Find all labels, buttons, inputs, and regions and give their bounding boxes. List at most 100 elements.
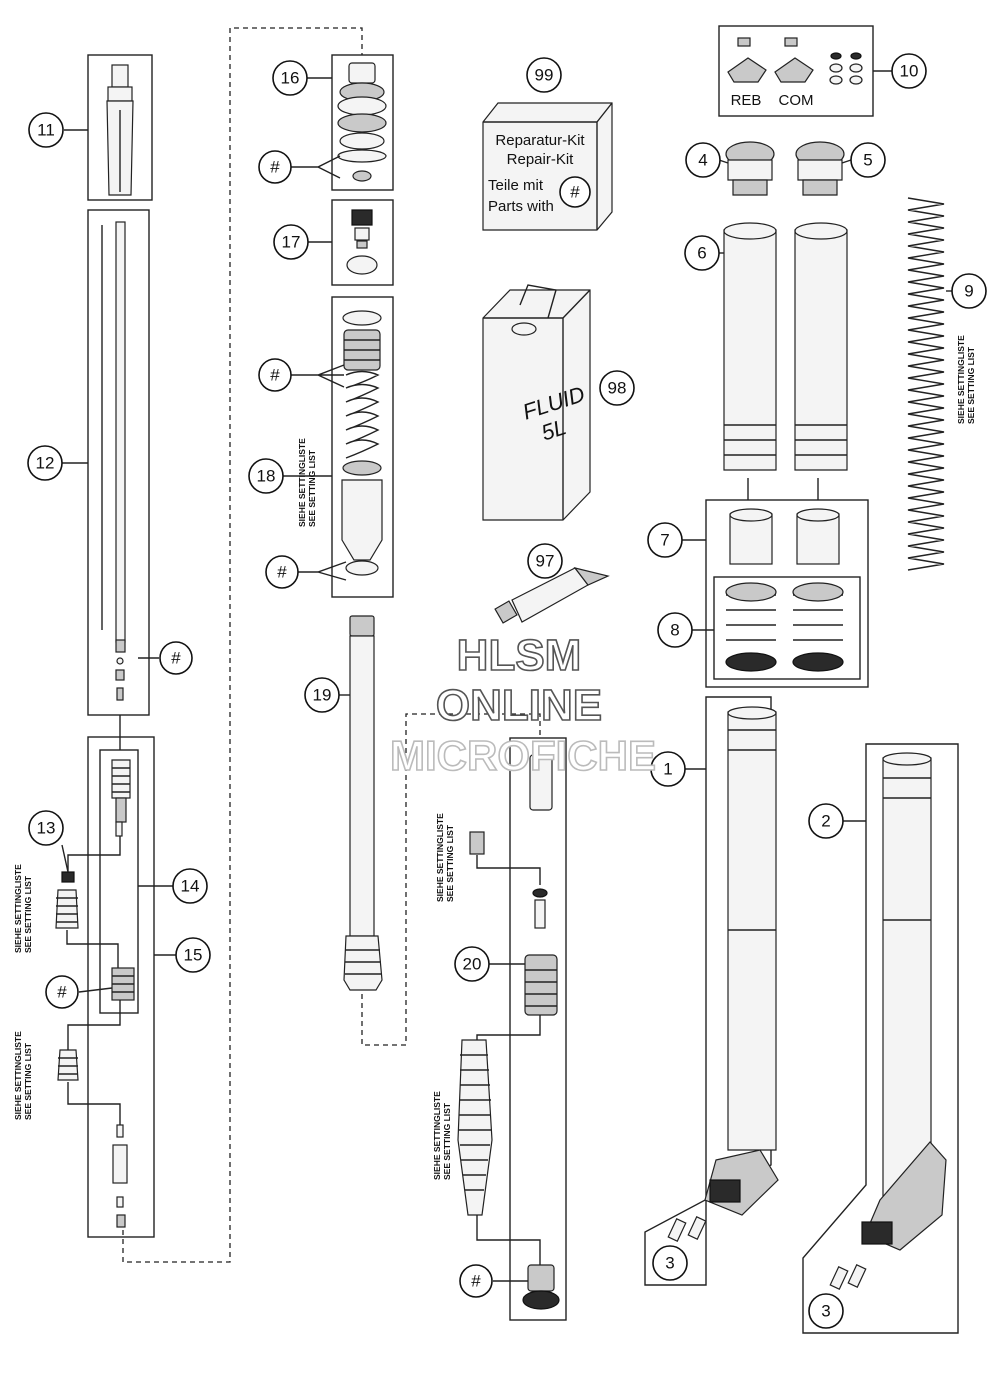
callout-5: 5 (850, 142, 886, 178)
callout-2: 2 (808, 803, 844, 839)
part-19-tube (343, 615, 383, 991)
svg-text:12: 12 (36, 454, 55, 473)
part-1-fork-leg-left (644, 696, 779, 1286)
fluid-can: FLUID 5L (482, 284, 591, 521)
repair-kit-line4: Parts with (488, 198, 554, 215)
callout-14: 14 (172, 868, 208, 904)
part-11-tool (87, 54, 153, 201)
callout-hash-1: # (159, 641, 193, 675)
svg-text:SIEHE SETTINGLISTE: SIEHE SETTINGLISTE (435, 813, 445, 902)
svg-text:8: 8 (670, 621, 679, 640)
repair-kit-line1: Reparatur-Kit (495, 132, 585, 149)
svg-text:9: 9 (964, 282, 973, 301)
svg-text:6: 6 (697, 244, 706, 263)
callout-hash-3: # (258, 150, 292, 184)
callout-99: 99 (526, 57, 562, 93)
svg-text:14: 14 (181, 877, 200, 896)
svg-text:#: # (57, 983, 67, 1002)
callout-98: 98 (599, 370, 635, 406)
callout-15: 15 (175, 937, 211, 973)
svg-text:11: 11 (37, 121, 55, 140)
watermark: HLSM ONLINE MICROFICHE (389, 630, 657, 780)
svg-text:99: 99 (535, 66, 554, 85)
setting-list-label-e: SIEHE SETTINGLISTE SEE SETTING LIST (432, 1091, 452, 1180)
grease-tube (494, 567, 610, 624)
callout-4: 4 (685, 142, 721, 178)
callout-hash-6: # (459, 1264, 493, 1298)
callout-6: 6 (684, 235, 720, 271)
svg-text:SIEHE SETTINGLISTE: SIEHE SETTINGLISTE (956, 335, 966, 424)
callout-hash-2: # (45, 975, 79, 1009)
callout-9: 9 (951, 273, 987, 309)
callout-hash-4: # (258, 358, 292, 392)
svg-text:1: 1 (663, 760, 672, 779)
part-7-8-box (705, 499, 869, 688)
svg-text:7: 7 (660, 531, 669, 550)
svg-text:5: 5 (863, 151, 872, 170)
part-5-cap-right (795, 141, 845, 196)
callout-19: 19 (304, 677, 340, 713)
callout-3-left: 3 (652, 1245, 688, 1281)
svg-text:#: # (570, 183, 580, 202)
svg-text:ONLINE: ONLINE (436, 681, 602, 730)
part-9-spring (907, 197, 945, 571)
part-6-outer-tubes (723, 222, 848, 471)
svg-text:SEE SETTING LIST: SEE SETTING LIST (307, 449, 317, 527)
setting-list-label-c: SIEHE SETTINGLISTE SEE SETTING LIST (13, 1031, 33, 1120)
svg-text:SIEHE SETTINGLISTE: SIEHE SETTINGLISTE (13, 1031, 23, 1120)
svg-text:97: 97 (536, 552, 555, 571)
svg-text:15: 15 (184, 946, 203, 965)
part-18-cartridge (331, 296, 394, 598)
svg-text:#: # (270, 366, 280, 385)
repair-kit-box: Reparatur-Kit Repair-Kit Teile mit Parts… (482, 102, 613, 231)
svg-text:SEE SETTING LIST: SEE SETTING LIST (442, 1102, 452, 1180)
svg-text:18: 18 (257, 467, 276, 486)
callout-17: 17 (273, 224, 309, 260)
callout-16: 16 (272, 60, 308, 96)
svg-text:4: 4 (698, 151, 707, 170)
repair-kit-line2: Repair-Kit (507, 151, 575, 168)
svg-text:#: # (471, 1272, 481, 1291)
repair-kit-line3: Teile mit (488, 177, 544, 194)
svg-text:SEE SETTING LIST: SEE SETTING LIST (23, 1042, 33, 1120)
adjuster-reb-label: REB (731, 92, 762, 109)
svg-text:98: 98 (608, 379, 627, 398)
svg-text:10: 10 (900, 62, 919, 81)
repair-kit-hash-symbol: # (559, 176, 591, 208)
svg-text:SIEHE SETTINGLISTE: SIEHE SETTINGLISTE (297, 438, 307, 527)
part-4-cap-left (725, 141, 775, 196)
callout-11: 11 (28, 112, 64, 148)
svg-text:SEE SETTING LIST: SEE SETTING LIST (966, 346, 976, 424)
svg-text:SEE SETTING LIST: SEE SETTING LIST (23, 875, 33, 953)
callout-hash-5: # (265, 555, 299, 589)
svg-text:SEE SETTING LIST: SEE SETTING LIST (445, 824, 455, 902)
callout-1: 1 (650, 751, 686, 787)
callout-12: 12 (27, 445, 63, 481)
svg-text:17: 17 (282, 233, 301, 252)
callout-7: 7 (647, 522, 683, 558)
svg-text:20: 20 (463, 955, 482, 974)
part-14-15-assembly (55, 736, 155, 1238)
svg-text:#: # (277, 563, 287, 582)
part-12-rod (87, 209, 150, 716)
callout-10: 10 (891, 53, 927, 89)
leader-lines (61, 77, 952, 1282)
callout-8: 8 (657, 612, 693, 648)
svg-text:#: # (270, 158, 280, 177)
callout-3-right: 3 (808, 1293, 844, 1329)
callout-13: 13 (28, 810, 64, 846)
callout-20: 20 (454, 946, 490, 982)
svg-text:SIEHE SETTINGLISTE: SIEHE SETTINGLISTE (13, 864, 23, 953)
svg-text:#: # (171, 649, 181, 668)
part-16-cap (331, 54, 394, 191)
setting-list-label-b: SIEHE SETTINGLISTE SEE SETTING LIST (13, 864, 33, 953)
part-10-adjusters: REB COM (718, 25, 893, 117)
svg-text:16: 16 (281, 69, 300, 88)
connector-lines (119, 27, 819, 1263)
svg-text:SIEHE SETTINGLISTE: SIEHE SETTINGLISTE (432, 1091, 442, 1180)
svg-text:3: 3 (665, 1254, 674, 1273)
setting-list-label-d: SIEHE SETTINGLISTE SEE SETTING LIST (435, 813, 455, 902)
svg-text:MICROFICHE: MICROFICHE (390, 732, 656, 779)
adjuster-com-label: COM (779, 92, 814, 109)
